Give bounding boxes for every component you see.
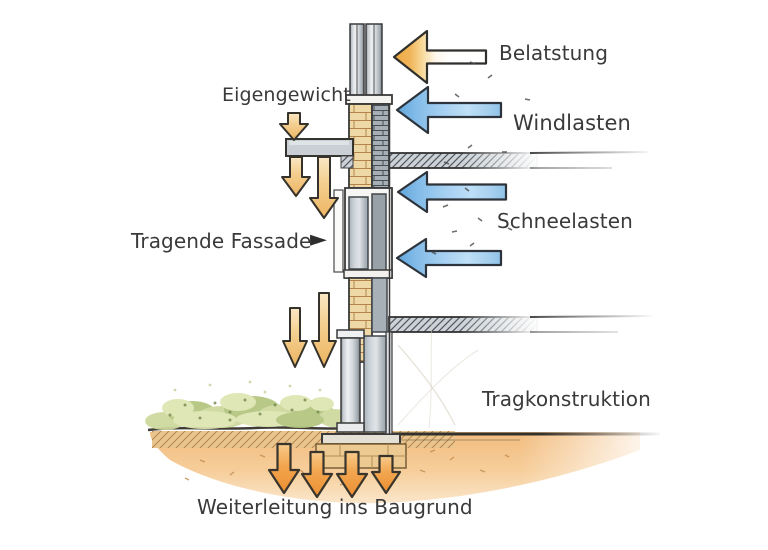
mid-arrow-left-icon — [282, 307, 308, 368]
baugrund-arrow-3-icon — [335, 450, 369, 499]
facade-column — [285, 23, 393, 435]
baugrund-arrow-1-icon — [267, 442, 301, 495]
sill-band-top — [345, 94, 393, 105]
vegetation-floating-dots — [173, 380, 322, 394]
eigengewicht-arrow-left-icon — [281, 156, 311, 197]
eigengewicht-arrow-right-icon — [309, 156, 339, 219]
mid-arrow-right-icon — [311, 292, 337, 368]
baugrund-arrows — [267, 442, 402, 499]
pointer-triangle-icon: ► — [310, 227, 328, 252]
vegetation-speckles — [168, 398, 320, 422]
belastung-arrow-icon — [392, 29, 488, 85]
top-mullions — [349, 23, 383, 98]
baugrund-arrow-4-icon — [370, 454, 402, 495]
eigengewicht-arrows — [279, 112, 339, 219]
soil-fade-right — [520, 428, 665, 508]
balcony-slab — [285, 138, 354, 169]
interior-sketch-lines — [397, 319, 479, 429]
wind-speckles — [431, 61, 531, 255]
label-belastung: Belatstung — [499, 41, 608, 65]
label-weiterleitung: Weiterleitung ins Baugrund — [197, 495, 473, 519]
lower-window — [336, 329, 393, 435]
label-schneelasten: Schneelasten — [497, 209, 633, 233]
vegetation-bushes — [145, 380, 349, 430]
label-tragkonstruktion: Tragkonstruktion — [482, 387, 651, 411]
baugrund-arrow-2-icon — [300, 450, 334, 499]
label-tragende-fassade: Tragende Fassade — [131, 229, 312, 253]
mid-load-arrows — [282, 292, 337, 368]
windlasten-arrow-icon — [395, 85, 503, 135]
floor-slab-lower — [388, 315, 656, 334]
floor-slab-upper — [388, 151, 649, 170]
upper-masonry — [348, 103, 390, 189]
ground-lines — [147, 426, 660, 441]
upper-window — [333, 187, 393, 279]
ground-line-left — [147, 426, 355, 432]
label-eigengewicht: Eigengewicht — [222, 84, 351, 106]
eigengewicht-arrow-top-icon — [279, 112, 309, 141]
schneelasten-arrow-lower-icon — [395, 237, 503, 279]
label-windlasten: Windlasten — [513, 111, 631, 135]
schneelasten-arrow-upper-icon — [396, 170, 508, 214]
